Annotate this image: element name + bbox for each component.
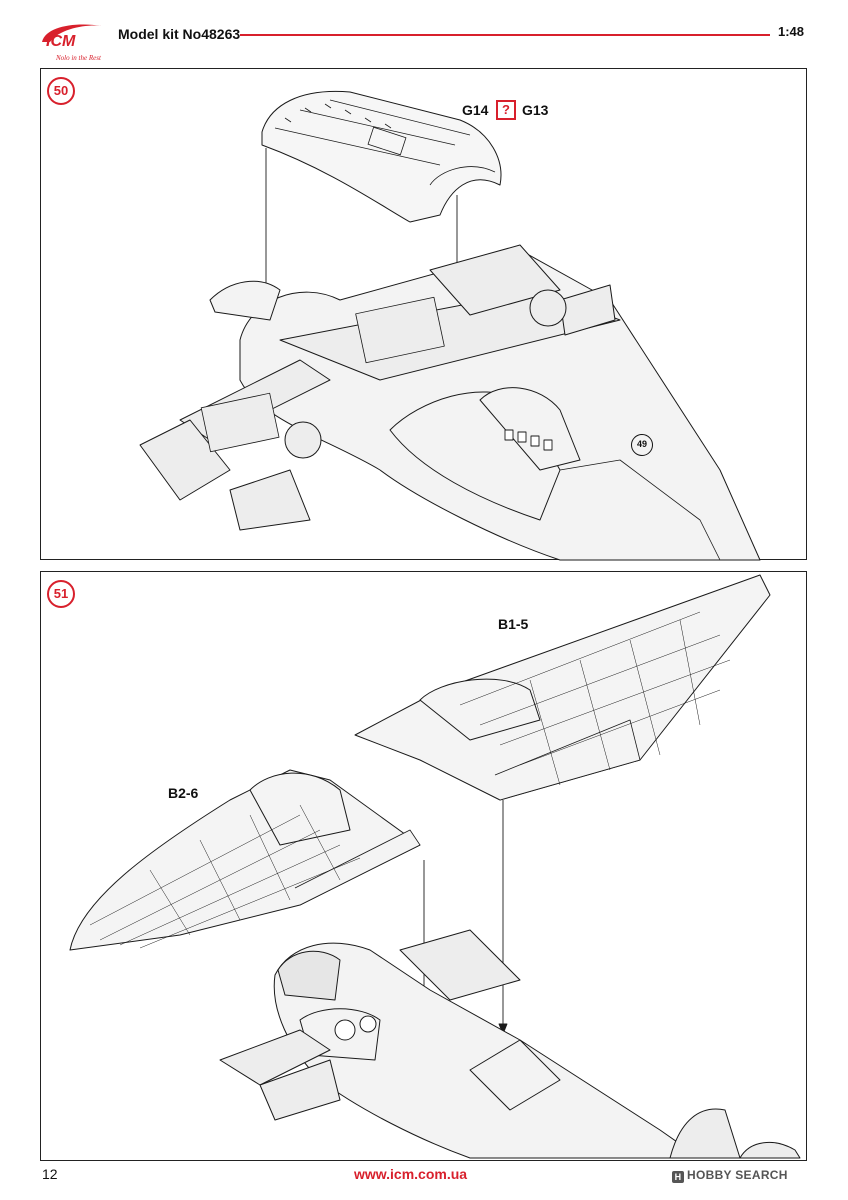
svg-text:Nolo in the Rest: Nolo in the Rest [55, 54, 102, 62]
website-link[interactable]: www.icm.com.ua [354, 1166, 468, 1182]
reference-step-badge: 49 [631, 434, 653, 456]
watermark-text: HOBBY SEARCH [687, 1168, 788, 1182]
page-header: ICM Nolo in the Rest Model kit No48263 1… [0, 0, 848, 70]
wing-center-section [139, 244, 621, 531]
kit-number-label: Model kit No48263 [118, 26, 241, 42]
fuselage-windows [504, 429, 553, 451]
upper-fuselage-part [261, 90, 502, 223]
part-label-b2-6: B2-6 [168, 785, 199, 801]
step-number-badge: 51 [47, 580, 75, 608]
svg-text:ICM: ICM [46, 33, 76, 50]
part-label-g14: G14 [462, 102, 489, 118]
part-label-b1-5: B1-5 [498, 616, 529, 632]
part-label-g13: G13 [522, 102, 549, 118]
step-number-badge: 50 [47, 77, 75, 105]
hobby-search-icon: H [672, 1171, 684, 1183]
header-rule [240, 34, 770, 36]
question-mark-box: ? [496, 100, 516, 120]
icm-logo: ICM Nolo in the Rest [36, 20, 108, 64]
right-wing-part [354, 574, 771, 801]
fuselage-body [219, 929, 801, 1159]
left-wing-part [69, 769, 421, 951]
page-number: 12 [42, 1166, 58, 1182]
scale-label: 1:48 [778, 24, 805, 39]
